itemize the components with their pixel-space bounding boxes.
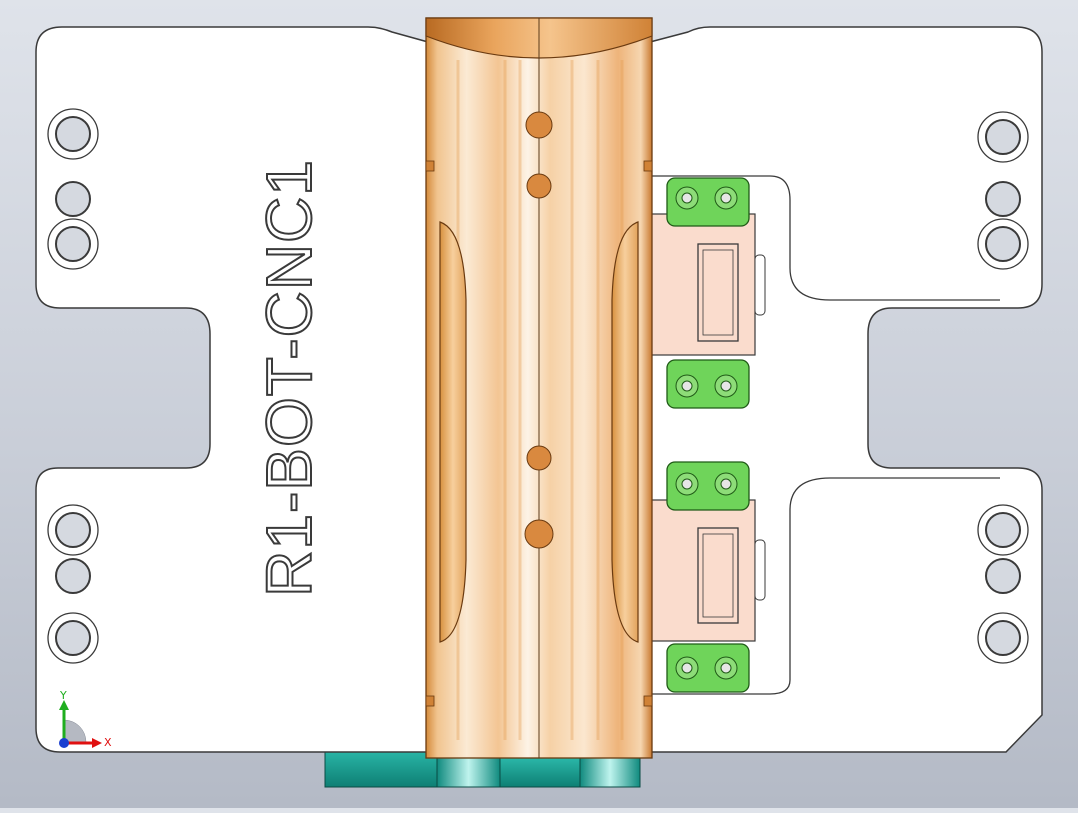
part-label-engraving: R1-BOT-CNC1	[252, 158, 326, 598]
clamp-assembly-lower[interactable]	[649, 461, 766, 693]
coordinate-triad-icon: Y X	[59, 689, 112, 749]
mounting-hole	[47, 504, 99, 556]
right-plate-holes	[977, 111, 1029, 664]
mounting-hole	[985, 181, 1021, 217]
mounting-hole	[977, 218, 1029, 270]
mounting-hole	[55, 181, 91, 217]
mounting-hole	[47, 612, 99, 664]
clamp-pocket-outline	[650, 175, 1000, 695]
cylinder-workpiece[interactable]	[425, 17, 653, 759]
mounting-hole	[47, 108, 99, 160]
mounting-hole	[977, 111, 1029, 163]
mounting-hole	[977, 612, 1029, 664]
mounting-hole	[55, 558, 91, 594]
x-axis-label: X	[104, 736, 112, 749]
mounting-hole	[977, 504, 1029, 556]
left-plate-holes	[47, 108, 99, 664]
mounting-hole	[47, 218, 99, 270]
clamp-assembly-upper[interactable]	[649, 177, 766, 409]
mounting-hole	[985, 558, 1021, 594]
left-fixture-plate[interactable]	[35, 26, 429, 753]
y-axis-label: Y	[59, 689, 67, 702]
